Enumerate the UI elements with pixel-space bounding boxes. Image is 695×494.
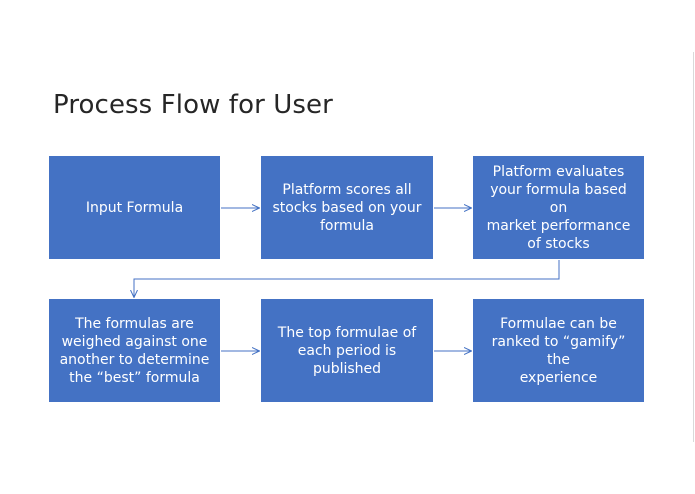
step-formulas-weighed: The formulas are weighed against one ano… [49,299,220,402]
slide-title: Process Flow for User [53,90,333,120]
step-input-formula: Input Formula [49,156,220,259]
step-platform-scores: Platform scores all stocks based on your… [261,156,433,259]
step-formulae-ranked: Formulae can be ranked to “gamify” the e… [473,299,644,402]
step-platform-evaluates: Platform evaluates your formula based on… [473,156,644,259]
step-top-formulae-published: The top formulae of each period is publi… [261,299,433,402]
